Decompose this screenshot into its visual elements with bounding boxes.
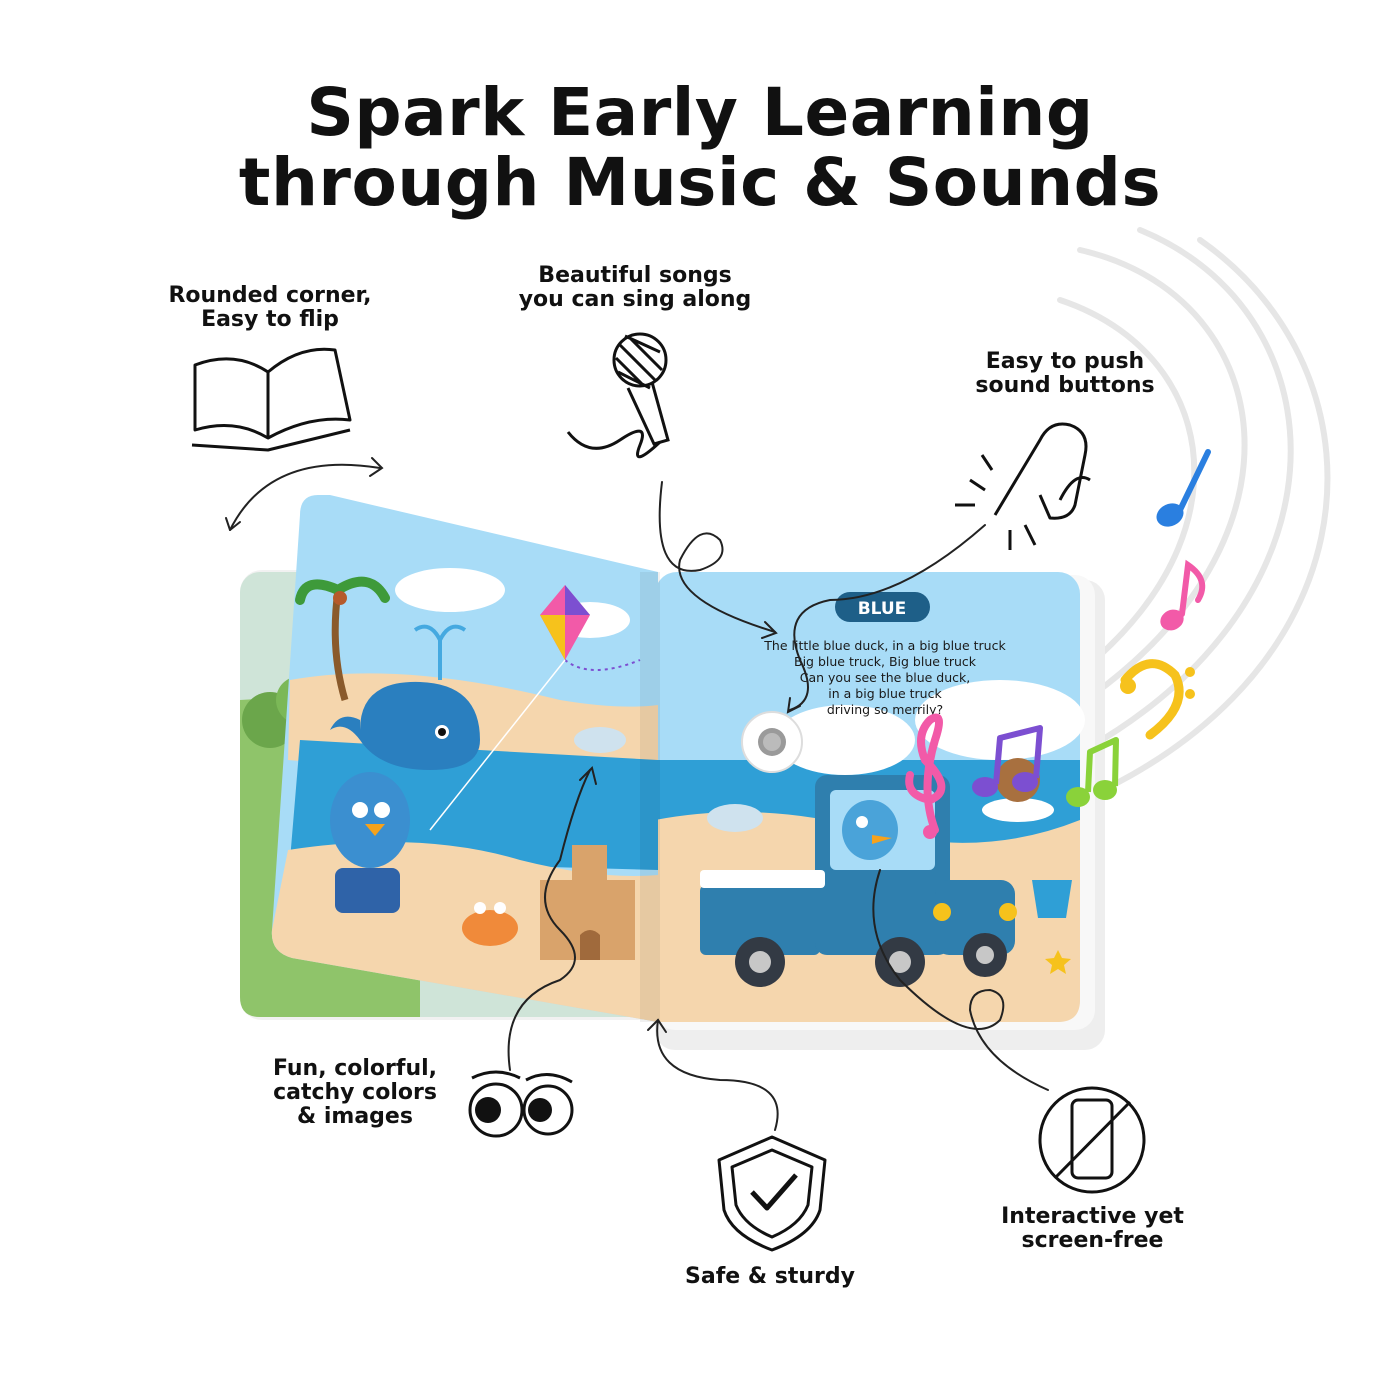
left-page — [271, 495, 660, 1022]
shield-check-icon — [717, 1135, 827, 1252]
pink-music-note-icon — [1160, 559, 1206, 631]
kite-icon — [429, 585, 641, 831]
dolphin-icon — [707, 804, 763, 832]
feature-push-buttons-label: Easy to push sound buttons — [975, 349, 1155, 398]
color-tag: BLUE — [858, 599, 907, 619]
feature-colorful-label: Fun, colorful, catchy colors & images — [272, 1056, 438, 1129]
crab-icon — [462, 902, 518, 946]
feature-screen-free-label: Interactive yet screen-free — [1001, 1204, 1184, 1253]
bucket-icon — [1032, 880, 1072, 918]
truck-illustration — [700, 775, 1017, 987]
microphone-icon — [566, 332, 670, 459]
starfish-icon — [1045, 950, 1071, 974]
lyric-line: driving so merrily? — [827, 702, 943, 717]
lyric-line: in a big blue truck — [828, 686, 942, 701]
yellow-bass-clef-icon — [1120, 659, 1195, 740]
right-page: BLUE The little blue duck, in a big blue… — [655, 572, 1085, 1022]
pink-treble-clef-icon — [905, 713, 946, 839]
lyric-line: Can you see the blue duck, — [800, 670, 971, 685]
green-music-note-icon — [1066, 737, 1119, 807]
no-phone-icon — [1038, 1086, 1146, 1194]
music-notes — [905, 449, 1211, 839]
feature-safe-label: Safe & sturdy — [685, 1264, 855, 1289]
sand-castle-icon — [540, 845, 635, 960]
headline: Spark Early Learning through Music & Sou… — [0, 78, 1400, 218]
feature-songs-label: Beautiful songs you can sing along — [518, 263, 752, 312]
board-book: BLUE The little blue duck, in a big blue… — [240, 495, 1105, 1050]
sound-button[interactable] — [741, 711, 803, 773]
headline-line-2: through Music & Sounds — [238, 144, 1162, 221]
bird-character-illustration — [330, 772, 410, 913]
whale-illustration — [330, 624, 480, 770]
pointing-finger-icon — [955, 422, 1091, 550]
lyric-line: Big blue truck, Big blue truck — [794, 654, 977, 669]
feature-rounded-corner-label: Rounded corner, Easy to flip — [168, 283, 372, 332]
connector-lines — [225, 457, 1049, 1131]
purple-music-note-icon — [972, 725, 1043, 797]
lyric-line: The little blue duck, in a big blue truc… — [763, 638, 1006, 653]
blue-music-note-icon — [1156, 449, 1211, 527]
dolphin-icon — [574, 727, 626, 753]
palm-tree-icon — [295, 576, 390, 702]
open-book-icon — [191, 347, 352, 452]
eyes-icon — [468, 1070, 574, 1138]
headline-line-1: Spark Early Learning — [306, 74, 1094, 151]
